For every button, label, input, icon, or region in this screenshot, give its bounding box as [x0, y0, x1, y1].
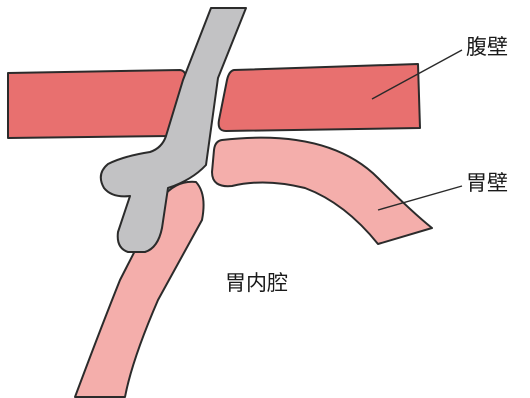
gastric-lumen-label: 胃内腔	[225, 271, 288, 295]
stomach-wall-right	[212, 138, 432, 244]
abdominal-wall-left	[8, 70, 186, 138]
abdominal-wall-right	[219, 64, 420, 131]
abdominal-wall-label: 腹壁	[466, 35, 508, 59]
stomach-wall-label: 胃壁	[466, 171, 508, 195]
